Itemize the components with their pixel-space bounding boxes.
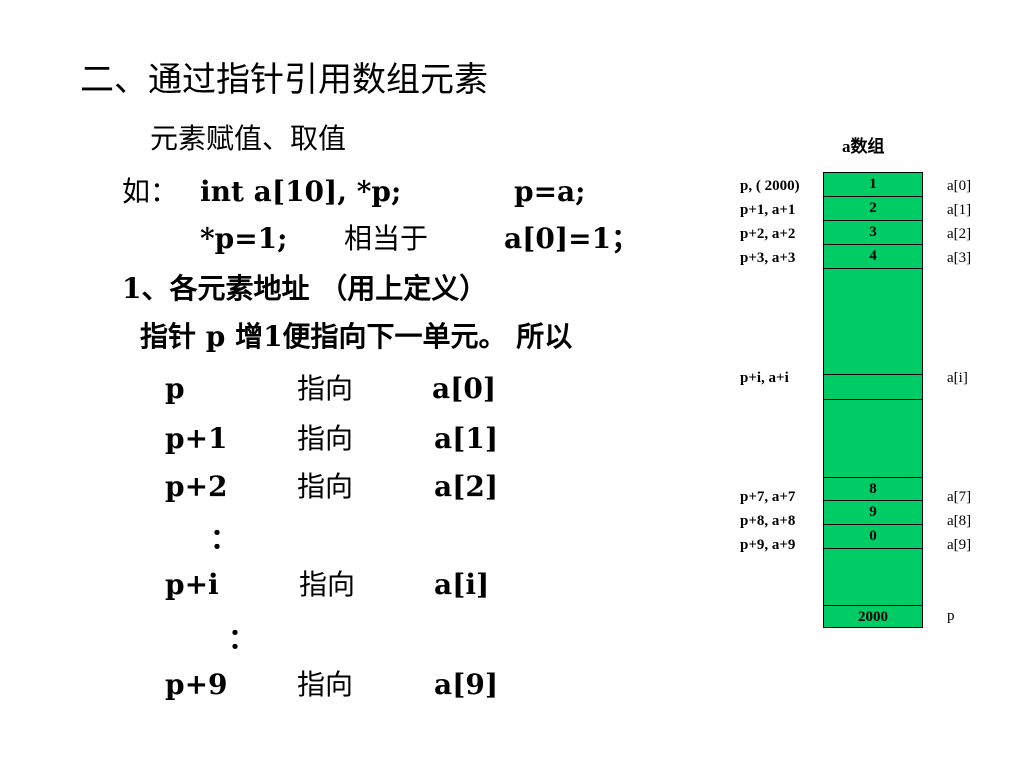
mapping-pointer: p+1 [165,422,228,455]
equivalent-word: 相当于 [344,222,429,255]
address-label: p+8, a+8 [740,513,796,529]
mapping-verb: 指向 [297,470,354,503]
array-cell: 1 [824,173,922,197]
array-cell: 4 [824,245,922,269]
array-cell: 9 [824,501,922,525]
mapping-verb: 指向 [297,422,354,455]
address-label: p+1, a+1 [740,202,796,218]
mapping-ellipsis: ： [210,522,239,555]
subtitle: 元素赋值、取值 [150,122,347,155]
section-heading: 1、各元素地址 （用上定义） [122,272,488,305]
element-label: a[9] [947,537,972,553]
pointer-label: p [947,608,955,624]
array-cell: 2 [824,197,922,221]
example-assignment: p=a; [514,175,586,208]
element-label: a[i] [947,370,968,386]
address-label: p+7, a+7 [740,489,796,505]
address-label: p+i, a+i [740,370,789,386]
element-label: a[2] [947,226,972,242]
pointer-cell: 2000 [824,605,922,628]
mapping-element: a[9] [434,668,499,701]
mapping-element: a[2] [434,470,499,503]
array-cell: 8 [824,477,922,501]
element-label: a[0] [947,178,972,194]
element-label: a[8] [947,513,972,529]
array-memory-block: 1 2 3 4 8 9 0 2000 [823,172,923,628]
array-cell: 0 [824,525,922,549]
mapping-pointer: p+2 [165,470,228,503]
element-label: a[7] [947,489,972,505]
mapping-element: a[0] [432,372,497,405]
address-label: p+2, a+2 [740,226,796,242]
equivalent-statement: a[0]=1； [504,222,640,255]
mapping-pointer: p+9 [165,668,228,701]
mapping-ellipsis: ： [228,622,257,655]
array-cell [824,374,922,400]
example-prefix: 如： [122,175,179,208]
example-declaration: int a[10], *p; [200,175,402,208]
array-cell: 3 [824,221,922,245]
mapping-verb: 指向 [297,668,354,701]
address-label: p+3, a+3 [740,250,796,266]
element-label: a[3] [947,250,972,266]
element-label: a[1] [947,202,972,218]
mapping-pointer: p [165,372,185,405]
mapping-verb: 指向 [297,372,354,405]
address-label: p+9, a+9 [740,537,796,553]
array-heading: a数组 [842,137,885,156]
address-label: p, ( 2000) [740,178,800,194]
increment-note: 指针 p 增1便指向下一单元。 所以 [140,320,573,353]
mapping-element: a[1] [434,422,499,455]
page-title: 二、通过指针引用数组元素 [80,60,488,100]
mapping-verb: 指向 [299,568,356,601]
example-statement: *p=1; [200,222,288,255]
mapping-element: a[i] [434,568,490,601]
mapping-pointer: p+i [165,568,219,601]
